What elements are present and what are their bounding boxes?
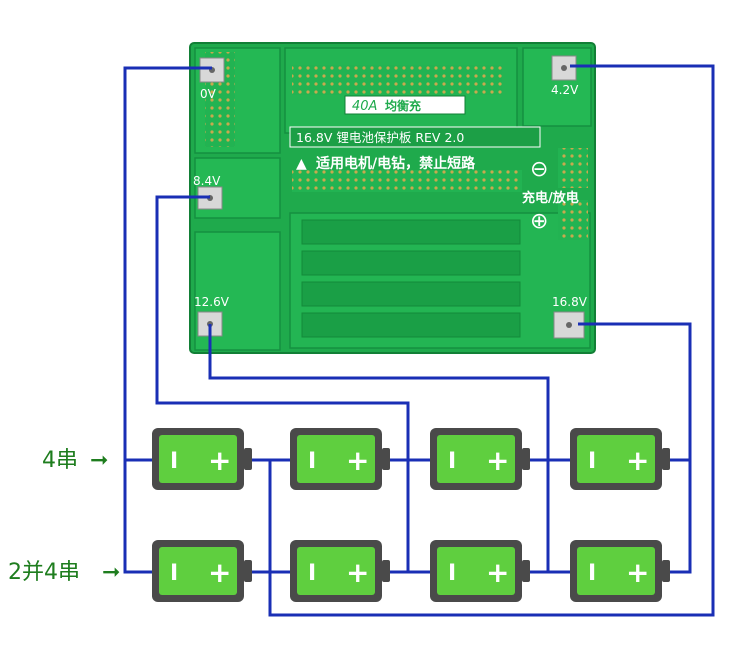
battery-minus-sign: I [448,561,456,586]
battery-cell: I+ [290,540,390,602]
plus-terminal-icon: ⊕ [530,209,548,234]
battery-plus-sign: + [486,444,509,477]
battery-plus-sign: + [208,444,231,477]
tap-label-8v4: 8.4V [193,174,221,188]
battery-cell: I+ [152,540,252,602]
wire-4v2-row1 [268,458,290,572]
battery-minus-sign: I [308,449,316,474]
tap-pad-4v2 [551,55,577,81]
tap-label-12v6: 12.6V [194,295,230,309]
battery-plus-sign: + [208,556,231,589]
tap-label-0v: 0V [200,87,217,101]
parallel-arrow-icon: ➞ [102,560,120,585]
series-label: 4串 [42,448,78,473]
svg-text:▲: ▲ [296,156,307,172]
board-title: 16.8V 锂电池保护板 REV 2.0 [296,130,464,145]
parallel-series-label: 2并4串 [8,560,80,585]
battery-plus-sign: + [346,556,369,589]
battery-minus-sign: I [308,561,316,586]
battery-minus-sign: I [588,449,596,474]
battery-plus-sign: + [626,444,649,477]
battery-pack: I+I+I+I+I+I+I+I+ [152,428,670,602]
battery-cell: I+ [152,428,252,490]
battery-cell: I+ [570,428,670,490]
wire-12v6 [208,324,550,572]
board-current-label: 40A [352,99,377,114]
board-balance-label: 均衡充 [385,98,421,113]
wire-16v8 [578,322,692,574]
battery-cell: I+ [290,428,390,490]
tap-label-16v8: 16.8V [552,295,588,309]
battery-minus-sign: I [170,449,178,474]
battery-cell: I+ [430,540,530,602]
tap-pad-0v [199,57,225,83]
protection-board [189,42,596,354]
battery-plus-sign: + [626,556,649,589]
wire-0v [123,66,212,574]
battery-cell: I+ [430,428,530,490]
tap-label-4v2: 4.2V [551,83,579,97]
charge-discharge-label: 充电/放电 [522,190,579,206]
battery-plus-sign: + [486,556,509,589]
wires [123,64,715,617]
board-warning: 适用电机/电钻，禁止短路 [316,155,476,172]
series-arrow-icon: ➞ [90,448,108,473]
battery-plus-sign: + [346,444,369,477]
minus-terminal-icon: ⊖ [530,157,548,182]
battery-minus-sign: I [448,449,456,474]
battery-minus-sign: I [588,561,596,586]
battery-cell: I+ [570,540,670,602]
battery-minus-sign: I [170,561,178,586]
